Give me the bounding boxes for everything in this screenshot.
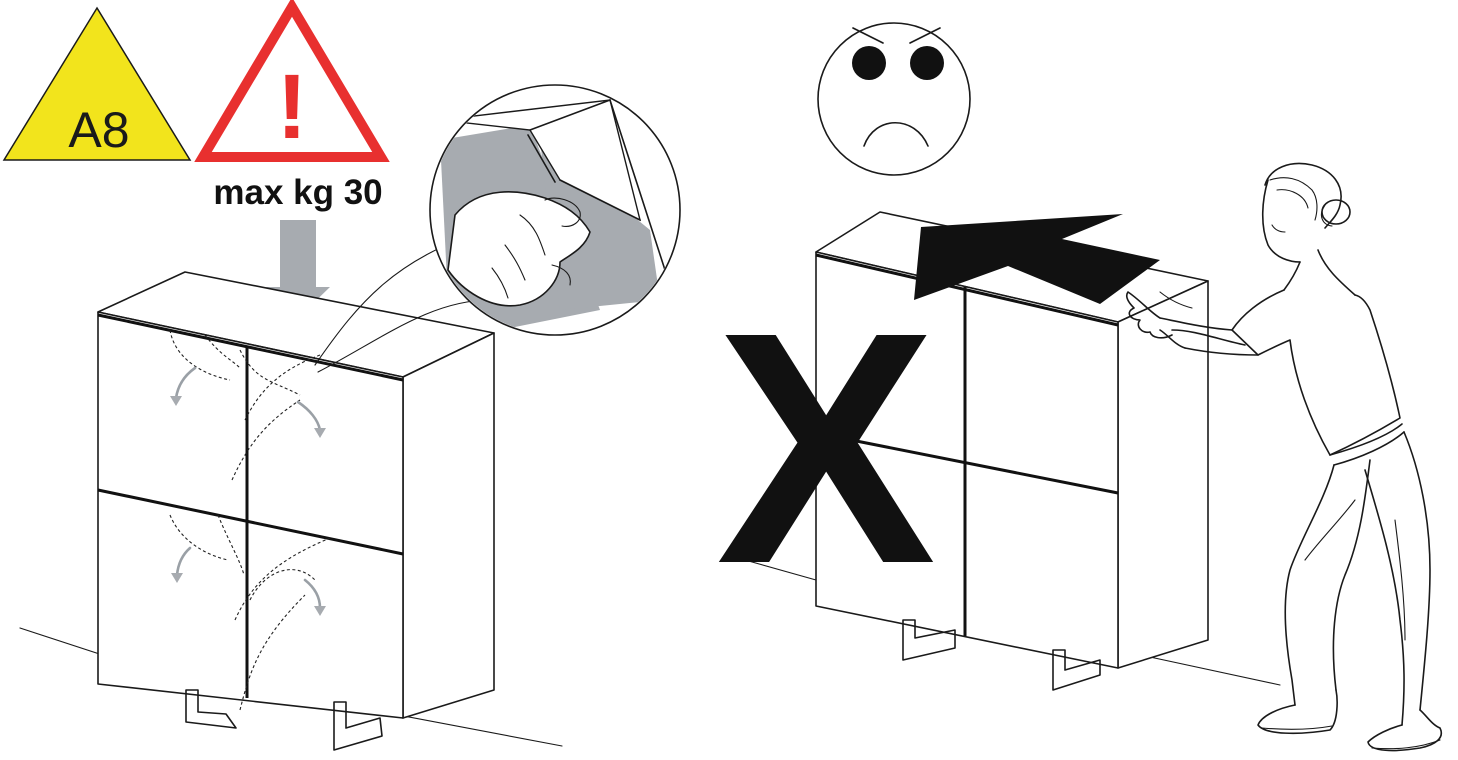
step-badge-label: A8	[68, 102, 129, 158]
step-badge: A8	[4, 8, 190, 160]
wrong-mark: X	[716, 263, 938, 632]
load-limit-label: max kg 30	[213, 173, 382, 212]
warning-exclamation: !	[277, 56, 308, 158]
cabinet-left	[98, 272, 494, 750]
floor-line-right-b	[1150, 657, 1280, 685]
cabinet-left-front	[98, 312, 403, 718]
warning-triangle-icon: !	[203, 7, 381, 158]
angry-face-icon	[818, 23, 970, 175]
cabinet-right-side	[1118, 281, 1208, 668]
cabinet-left-side	[403, 333, 494, 718]
